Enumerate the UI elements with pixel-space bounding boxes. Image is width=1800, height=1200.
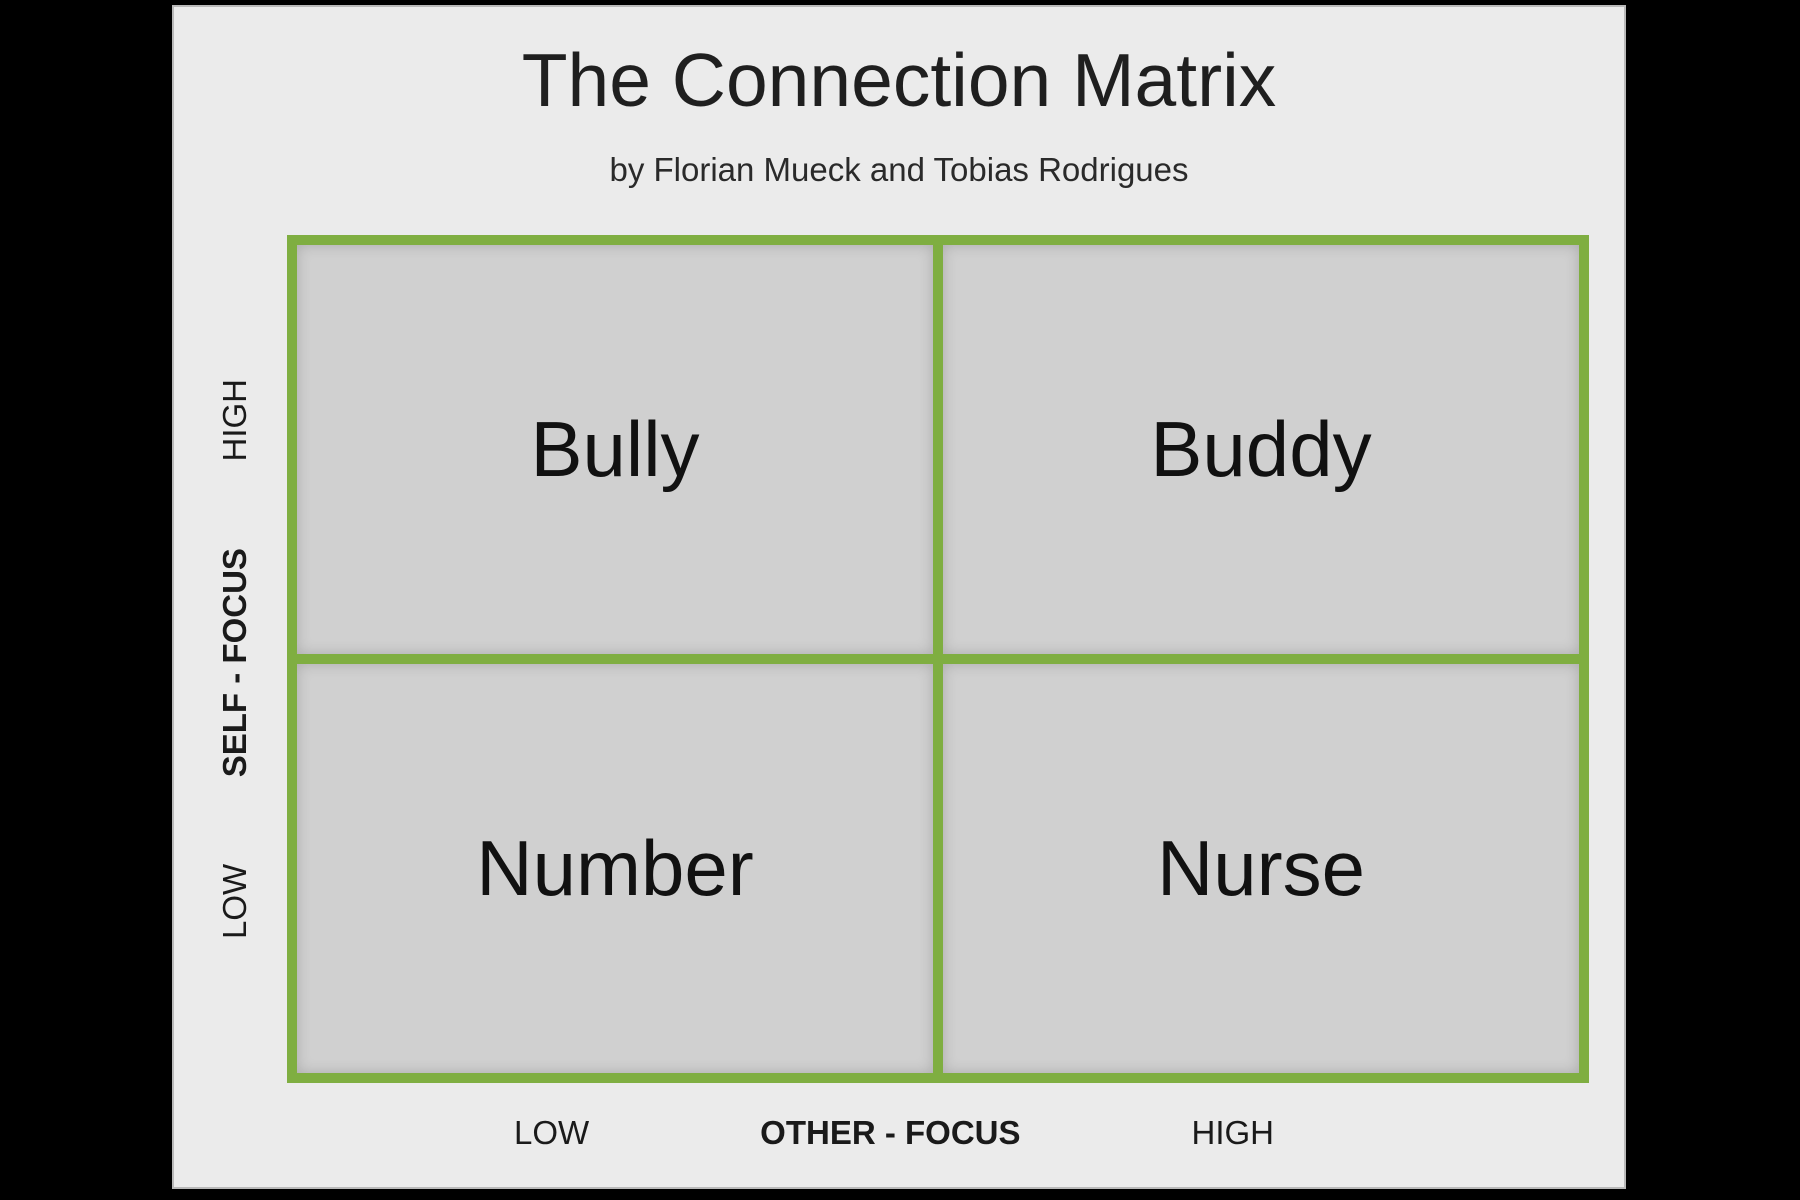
y-axis-title: SELF - FOCUS <box>216 548 253 778</box>
connection-matrix-slide: The Connection Matrix by Florian Mueck a… <box>172 5 1626 1189</box>
matrix-grid: Bully Buddy Number Nurse <box>287 235 1589 1083</box>
quadrant-top-right: Buddy <box>943 245 1579 654</box>
x-axis-title: OTHER - FOCUS <box>760 1114 1021 1151</box>
x-axis-high-label: HIGH <box>1191 1114 1275 1151</box>
quadrant-bottom-right: Nurse <box>943 664 1579 1073</box>
quadrant-bottom-left: Number <box>297 664 933 1073</box>
x-axis-low-label: LOW <box>514 1114 590 1151</box>
quadrant-top-left: Bully <box>297 245 933 654</box>
y-axis-low-label: LOW <box>216 863 253 939</box>
diagram-title: The Connection Matrix <box>521 38 1277 122</box>
x-axis: LOW OTHER - FOCUS HIGH <box>514 1114 1274 1152</box>
y-axis: LOW SELF - FOCUS HIGH <box>210 379 260 939</box>
y-axis-high-label: HIGH <box>216 379 253 462</box>
diagram-subtitle: by Florian Mueck and Tobias Rodrigues <box>609 151 1189 188</box>
